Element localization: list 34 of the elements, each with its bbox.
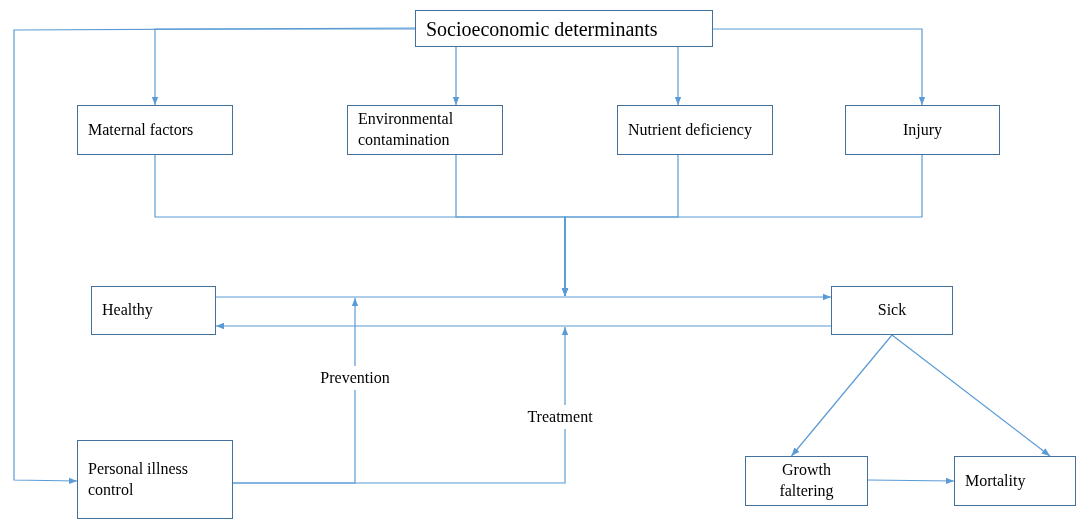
box-label: Mortality: [965, 470, 1026, 492]
box-label: Socioeconomic determinants: [426, 16, 658, 42]
arrow: [790, 334, 893, 457]
process-box: [954, 456, 1076, 506]
box-label: Injury: [902, 119, 943, 141]
box-label: Sick: [877, 300, 907, 321]
process-box: [415, 10, 713, 47]
process-box: [745, 456, 868, 506]
box-label: Growth faltering: [778, 460, 835, 502]
arrow: [13, 27, 416, 485]
arrow: [151, 28, 416, 106]
edge-label: Treatment: [525, 405, 595, 429]
arrow: [215, 322, 832, 330]
arrow: [561, 154, 923, 297]
process-box: [347, 105, 503, 155]
edge-label: Prevention: [318, 366, 392, 390]
arrow: [712, 28, 926, 106]
box-label: Nutrient deficiency: [628, 119, 752, 141]
box-label: Environmental contamination: [358, 109, 455, 150]
box-label: Personal illness control: [88, 458, 189, 500]
arrow: [674, 46, 682, 106]
process-box: [77, 105, 233, 155]
box-label: Maternal factors: [88, 119, 194, 140]
process-box: [617, 105, 773, 155]
box-label: Healthy: [102, 300, 153, 321]
process-box: [845, 105, 1000, 155]
arrow: [891, 334, 1051, 457]
arrow: [215, 293, 832, 301]
process-box: [77, 440, 233, 519]
arrow: [452, 46, 460, 106]
process-box: [91, 286, 216, 335]
arrow: [867, 477, 955, 485]
arrow: [232, 326, 569, 484]
process-box: [831, 286, 953, 335]
